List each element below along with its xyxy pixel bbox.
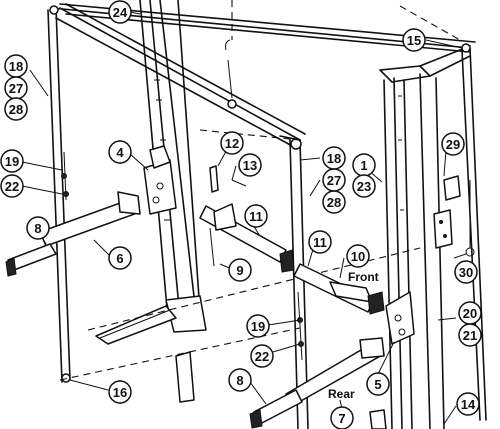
callout-16: 16 — [108, 380, 132, 404]
svg-text:23: 23 — [357, 179, 371, 194]
callout-20: 20 — [458, 301, 482, 325]
callout-22: 22 — [0, 174, 24, 198]
svg-text:14: 14 — [461, 397, 476, 412]
callout-6: 6 — [108, 246, 132, 270]
svg-text:18: 18 — [327, 151, 341, 166]
callout-1: 1 — [352, 153, 376, 177]
callout-13: 13 — [238, 153, 262, 177]
callout-14: 14 — [456, 392, 480, 416]
svg-text:12: 12 — [225, 136, 239, 151]
svg-text:15: 15 — [407, 33, 421, 48]
svg-text:27: 27 — [9, 81, 23, 96]
svg-text:5: 5 — [374, 377, 381, 392]
svg-text:6: 6 — [116, 251, 123, 266]
lift-structure — [47, 0, 487, 429]
callout-29: 29 — [441, 132, 465, 156]
svg-text:20: 20 — [463, 306, 477, 321]
callout-21: 21 — [458, 323, 482, 347]
callout-30: 30 — [454, 260, 478, 284]
svg-text:4: 4 — [116, 145, 124, 160]
svg-text:19: 19 — [5, 154, 19, 169]
carriage-bracket-right — [385, 291, 415, 345]
svg-text:28: 28 — [9, 102, 23, 117]
pins-and-bolts — [61, 151, 304, 361]
svg-text:19: 19 — [251, 319, 265, 334]
callout-23: 23 — [352, 174, 376, 198]
svg-text:21: 21 — [463, 328, 477, 343]
svg-text:30: 30 — [459, 265, 473, 280]
svg-text:24: 24 — [113, 5, 128, 20]
svg-text:28: 28 — [327, 195, 341, 210]
callout-8b: 8 — [228, 368, 252, 392]
callout-7: 7 — [330, 406, 354, 429]
callout-11b: 11 — [308, 230, 332, 254]
svg-text:29: 29 — [446, 137, 460, 152]
svg-text:13: 13 — [243, 158, 257, 173]
svg-text:22: 22 — [5, 179, 19, 194]
label-rear: Rear — [328, 387, 355, 401]
arm-middle — [199, 203, 295, 273]
label-front: Front — [348, 270, 379, 284]
callout-19b: 19 — [246, 314, 270, 338]
svg-text:10: 10 — [351, 249, 365, 264]
svg-text:11: 11 — [313, 235, 327, 250]
svg-text:1: 1 — [360, 158, 367, 173]
callout-12: 12 — [220, 131, 244, 155]
callout-9: 9 — [228, 258, 252, 282]
callout-15: 15 — [402, 28, 426, 52]
svg-text:7: 7 — [338, 411, 345, 426]
callout-22b: 22 — [250, 344, 274, 368]
svg-text:9: 9 — [236, 263, 243, 278]
callout-24: 24 — [108, 0, 132, 24]
callout-4: 4 — [108, 140, 132, 164]
arm-rear — [249, 337, 385, 429]
callout-27: 27 — [4, 76, 28, 100]
svg-text:Front: Front — [348, 270, 379, 284]
callout-28: 28 — [4, 97, 28, 121]
callout-8: 8 — [26, 216, 50, 240]
callout-11: 11 — [244, 204, 268, 228]
svg-text:16: 16 — [113, 385, 127, 400]
callout-10: 10 — [346, 244, 370, 268]
carriage-bracket — [143, 145, 177, 215]
svg-text:8: 8 — [236, 373, 243, 388]
arm-front-right — [293, 263, 385, 315]
svg-text:18: 18 — [9, 59, 23, 74]
callout-28b: 28 — [322, 190, 346, 214]
small-parts — [175, 175, 461, 429]
svg-text:27: 27 — [327, 173, 341, 188]
callout-18: 18 — [4, 54, 28, 78]
callout-19: 19 — [0, 149, 24, 173]
callout-5: 5 — [366, 372, 390, 396]
svg-text:11: 11 — [249, 209, 263, 224]
callout-27b: 27 — [322, 168, 346, 192]
svg-text:Rear: Rear — [328, 387, 355, 401]
callout-18b: 18 — [322, 146, 346, 170]
svg-text:22: 22 — [255, 349, 269, 364]
svg-text:8: 8 — [34, 221, 41, 236]
